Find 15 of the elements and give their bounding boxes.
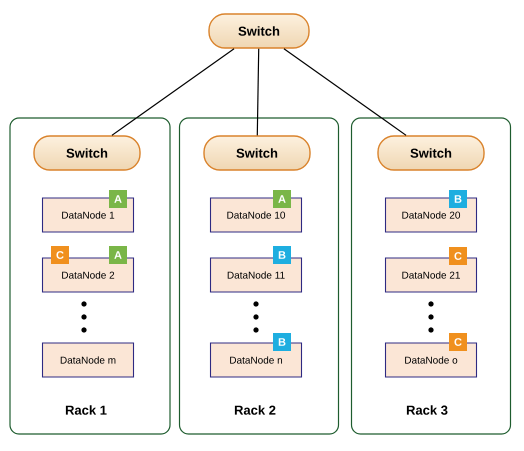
switch-pill: Switch	[33, 135, 141, 171]
block-badge: C	[51, 246, 69, 264]
block-badge: B	[273, 333, 291, 351]
switch-pill: Switch	[203, 135, 311, 171]
switch-pill: Switch	[208, 13, 310, 49]
switch-pill: Switch	[377, 135, 485, 171]
block-badge: A	[109, 190, 127, 208]
block-badge: C	[449, 247, 467, 265]
block-badge: A	[109, 246, 127, 264]
block-badge: A	[273, 190, 291, 208]
block-badge: B	[449, 190, 467, 208]
connector-line	[256, 48, 260, 136]
datanode-box: DataNode m	[42, 342, 134, 378]
block-badge: B	[273, 246, 291, 264]
block-badge: C	[449, 333, 467, 351]
